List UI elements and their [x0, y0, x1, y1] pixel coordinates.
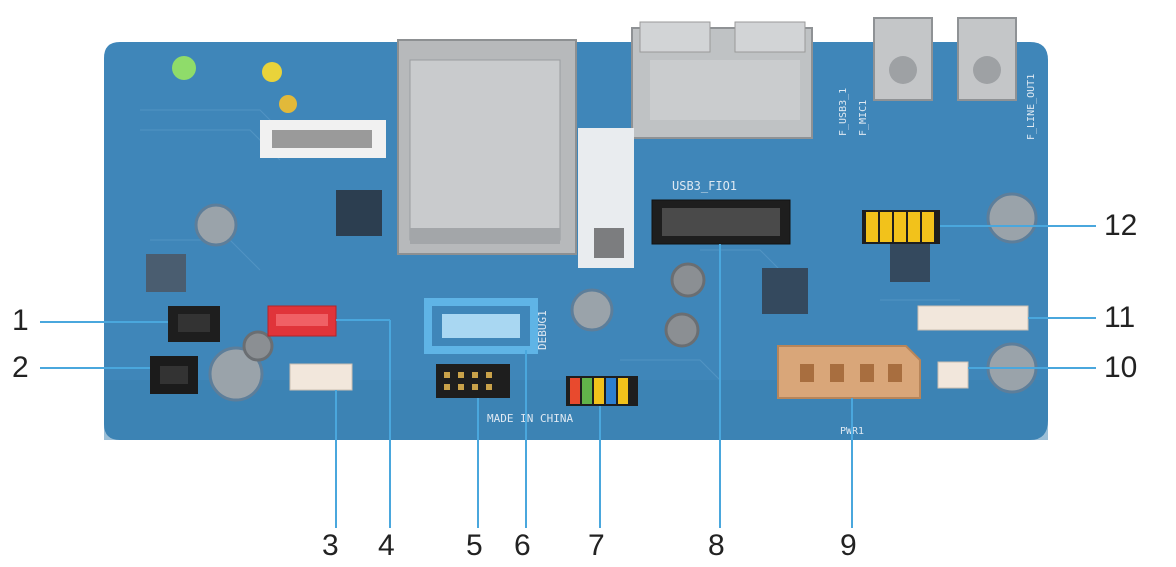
led-green	[172, 56, 196, 80]
silk-usb-board: USB3_FIO1	[672, 179, 737, 193]
callout-5: 5	[466, 529, 483, 562]
connector-6-debug-blue	[424, 298, 538, 354]
led-yellow	[262, 62, 282, 82]
connector-3-white	[289, 363, 353, 391]
connector-12-yellow-jumpers	[862, 210, 940, 244]
connector-11-white	[917, 305, 1029, 331]
silk-made-in: MADE IN CHINA	[487, 412, 573, 425]
leader-lines	[40, 225, 1096, 528]
callout-4: 4	[378, 529, 395, 562]
silk-line-out: F_LINE_OUT1	[1026, 74, 1037, 140]
callout-9: 9	[840, 529, 857, 562]
callout-12: 12	[1104, 209, 1138, 242]
callout-3: 3	[322, 529, 339, 562]
callout-7: 7	[588, 529, 605, 562]
silk-mic: F_MIC1	[858, 100, 869, 136]
connector-9-power	[777, 345, 921, 399]
connector-10-white	[937, 361, 969, 389]
silk-usb-front: F_USB3_1	[838, 88, 849, 136]
callout-2: 2	[12, 351, 29, 384]
connector-5-header	[436, 364, 510, 398]
silk-debug: DEBUG1	[536, 310, 549, 350]
callout-6: 6	[514, 529, 531, 562]
callout-11: 11	[1104, 301, 1136, 334]
callout-1: 1	[12, 304, 29, 337]
connector-7-jumpers	[566, 376, 638, 406]
callout-8: 8	[708, 529, 725, 562]
callout-10: 10	[1104, 351, 1138, 384]
